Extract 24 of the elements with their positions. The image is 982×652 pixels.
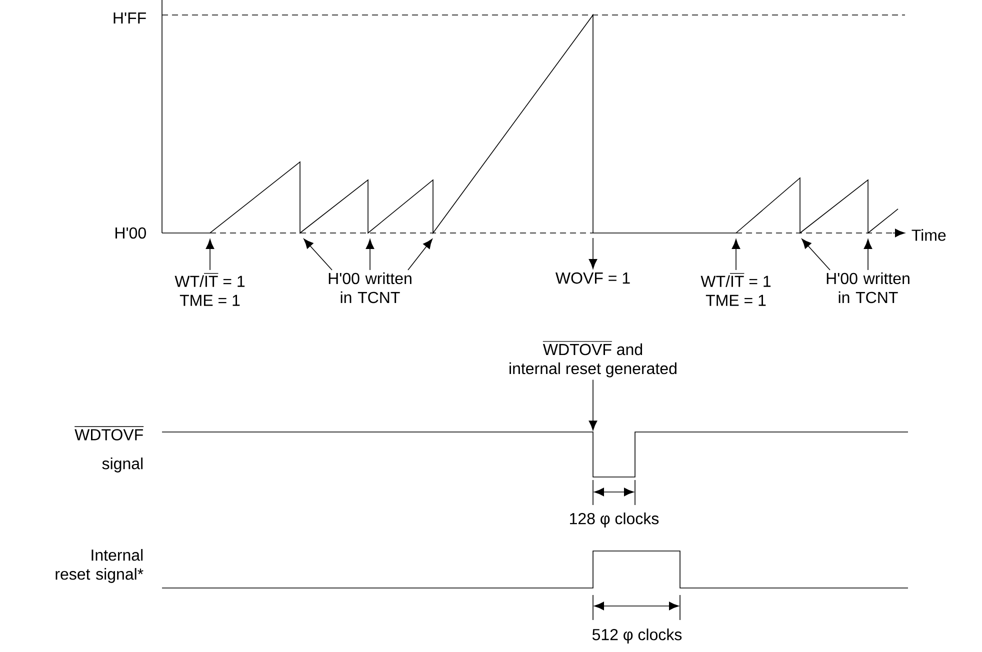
label: H'00 — [116, 227, 146, 239]
label: 128 φ clocks — [570, 512, 659, 528]
pulse-waveform — [162, 432, 908, 478]
arrow — [408, 238, 432, 270]
annotation-text: $\text{WT/}\overline{\text{IT}}\text{ = 1}$ TME = 1 — [174, 273, 245, 306]
arrow — [304, 238, 332, 270]
annotation-text: $\overline{\text{WDTOVF}}\text{ and}$ internal reset generated — [510, 341, 676, 378]
label: signal — [102, 458, 143, 472]
annotation-text: WOVF = 1 — [556, 272, 630, 284]
annotation-text: H'00 written in TCNT — [826, 272, 910, 304]
arrow — [206, 239, 214, 270]
label: Internal reset signal* — [56, 549, 144, 583]
annotation-text: $\text{WT/}\overline{\text{IT}}\text{ = 1}$ TME = 1 — [700, 273, 771, 306]
annotation-text: H'00 written in TCNT — [328, 272, 412, 304]
arrow — [732, 239, 740, 270]
arrow — [864, 239, 872, 270]
arrow — [588, 379, 598, 430]
arrow — [366, 239, 374, 270]
arrow — [802, 238, 830, 270]
label: H'FF — [114, 12, 146, 24]
label: Time — [912, 229, 946, 241]
label: 512 φ clocks — [592, 628, 682, 644]
arrow — [588, 238, 598, 269]
label: $\overline{\text{WDTOVF}}$ — [74, 426, 144, 440]
